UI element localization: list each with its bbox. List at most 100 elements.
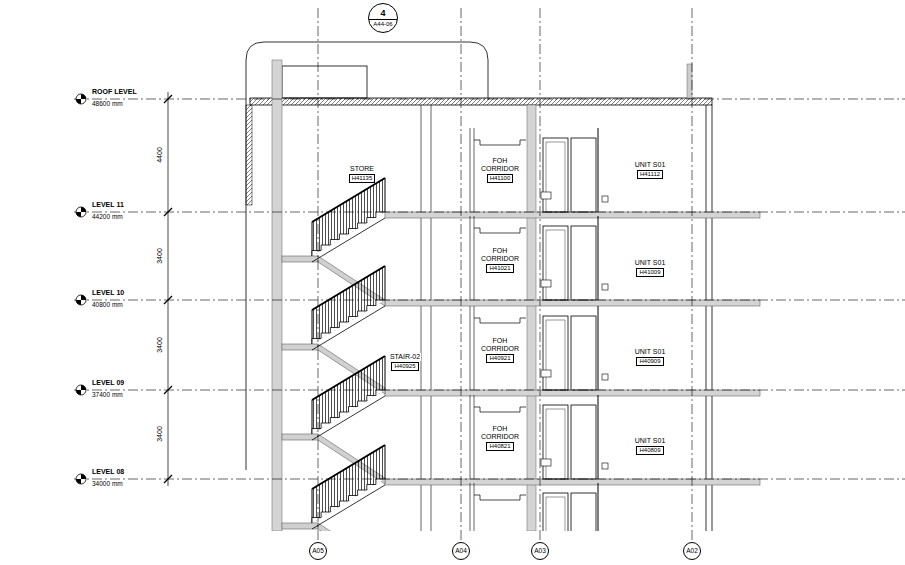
level-elevation: 40800 mm xyxy=(91,301,124,308)
room-label: UNIT S01H41112 xyxy=(634,161,667,179)
level-elevation: 44200 mm xyxy=(91,213,124,220)
room-name: FOH CORRIDOR xyxy=(480,425,520,441)
room-label: STAIR-02H40925 xyxy=(389,353,421,371)
room-name: FOH CORRIDOR xyxy=(480,157,520,173)
dimension: 3400 xyxy=(156,425,164,443)
level-datum xyxy=(76,94,86,104)
section-callout: 4A44-06 xyxy=(368,3,398,33)
dimension: 3400 xyxy=(156,336,164,354)
dimension-tick xyxy=(164,475,172,483)
grid-name: A05 xyxy=(312,547,324,554)
level-name: LEVEL 09 xyxy=(91,379,125,387)
roof-access xyxy=(282,66,367,98)
room-tag: H40921 xyxy=(486,354,513,363)
level-name: LEVEL 10 xyxy=(91,289,125,297)
level-datum xyxy=(76,207,86,217)
dimension: 3400 xyxy=(156,247,164,265)
room-name: STORE xyxy=(349,165,375,173)
room-label: UNIT S01H41009 xyxy=(634,259,667,277)
dimension-line xyxy=(168,92,169,486)
level-line xyxy=(74,300,905,301)
grid-line xyxy=(318,8,319,541)
storey-fitout xyxy=(470,483,608,531)
room-label: FOH CORRIDORH40821 xyxy=(480,425,520,451)
grid-line xyxy=(461,8,462,541)
dimension-tick xyxy=(164,296,172,304)
level-line xyxy=(74,479,905,480)
room-name: UNIT S01 xyxy=(634,161,667,169)
level-line xyxy=(74,212,905,213)
room-label: UNIT S01H40809 xyxy=(634,437,667,455)
room-tag: H41135 xyxy=(349,174,376,183)
room-name: FOH CORRIDOR xyxy=(480,337,520,353)
floor-slab xyxy=(385,300,760,306)
roof-slab xyxy=(250,98,712,105)
storey-fitout xyxy=(470,306,608,390)
room-name: UNIT S01 xyxy=(634,348,667,356)
level-lines xyxy=(74,99,905,479)
room-label: UNIT S01H40909 xyxy=(634,348,667,366)
grid-line xyxy=(540,8,541,541)
floor-slab xyxy=(385,479,760,485)
room-name: UNIT S01 xyxy=(634,437,667,445)
stair-wall xyxy=(272,60,282,531)
room-name: FOH CORRIDOR xyxy=(480,247,520,263)
external-wall xyxy=(246,105,252,205)
level-elevation: 48600 mm xyxy=(91,100,124,107)
callout-number: 4 xyxy=(380,9,385,19)
grid-name: A04 xyxy=(455,547,467,554)
dimension-tick xyxy=(164,208,172,216)
facade-line xyxy=(712,105,713,531)
level-name: LEVEL 11 xyxy=(91,201,125,209)
level-elevation: 34000 mm xyxy=(91,480,124,487)
stair-flight xyxy=(282,445,385,531)
room-tag: H41100 xyxy=(487,174,514,183)
storey-fitout xyxy=(470,128,608,212)
dimension-tick xyxy=(164,95,172,103)
column-line xyxy=(431,105,432,531)
room-tag: H41112 xyxy=(637,170,663,179)
building xyxy=(246,60,760,531)
sheet-reference: A44-06 xyxy=(369,19,397,28)
grid-bubble: A02 xyxy=(683,542,701,560)
level-name: LEVEL 08 xyxy=(91,468,125,476)
storey-fitout xyxy=(470,395,608,479)
grid-name: A03 xyxy=(534,547,546,554)
room-tag: H40809 xyxy=(636,446,663,455)
level-datum xyxy=(76,474,86,484)
level-line xyxy=(74,99,905,100)
floor-slab xyxy=(385,212,760,218)
level-datum xyxy=(76,295,86,305)
dimension-tick xyxy=(164,386,172,394)
room-name: UNIT S01 xyxy=(634,259,667,267)
level-elevation: 37400 mm xyxy=(91,391,124,398)
storey-fitout xyxy=(470,216,608,300)
grid-line xyxy=(692,8,693,541)
grid-bubble: A03 xyxy=(531,542,549,560)
room-name: STAIR-02 xyxy=(389,353,421,361)
dimension: 4400 xyxy=(156,146,164,164)
room-tag: H40909 xyxy=(636,357,663,366)
level-line xyxy=(74,390,905,391)
level-name: ROOF LEVEL xyxy=(91,88,138,96)
grid-bubble: A05 xyxy=(309,542,327,560)
facade-line xyxy=(706,105,707,531)
grid-bubble: A04 xyxy=(452,542,470,560)
grid-name: A02 xyxy=(686,547,698,554)
room-label: FOH CORRIDORH41021 xyxy=(480,247,520,273)
column-line xyxy=(421,105,422,531)
room-tag: H41009 xyxy=(636,268,663,277)
room-label: FOH CORRIDORH41100 xyxy=(480,157,520,183)
parapet xyxy=(687,64,692,98)
room-tag: H41021 xyxy=(486,264,513,273)
floor-slab xyxy=(385,390,760,396)
room-label: FOH CORRIDORH40921 xyxy=(480,337,520,363)
room-tag: H40821 xyxy=(486,442,513,451)
grid-lines xyxy=(318,8,692,541)
column xyxy=(527,105,536,531)
level-datum xyxy=(76,385,86,395)
room-label: STOREH41135 xyxy=(349,165,376,183)
